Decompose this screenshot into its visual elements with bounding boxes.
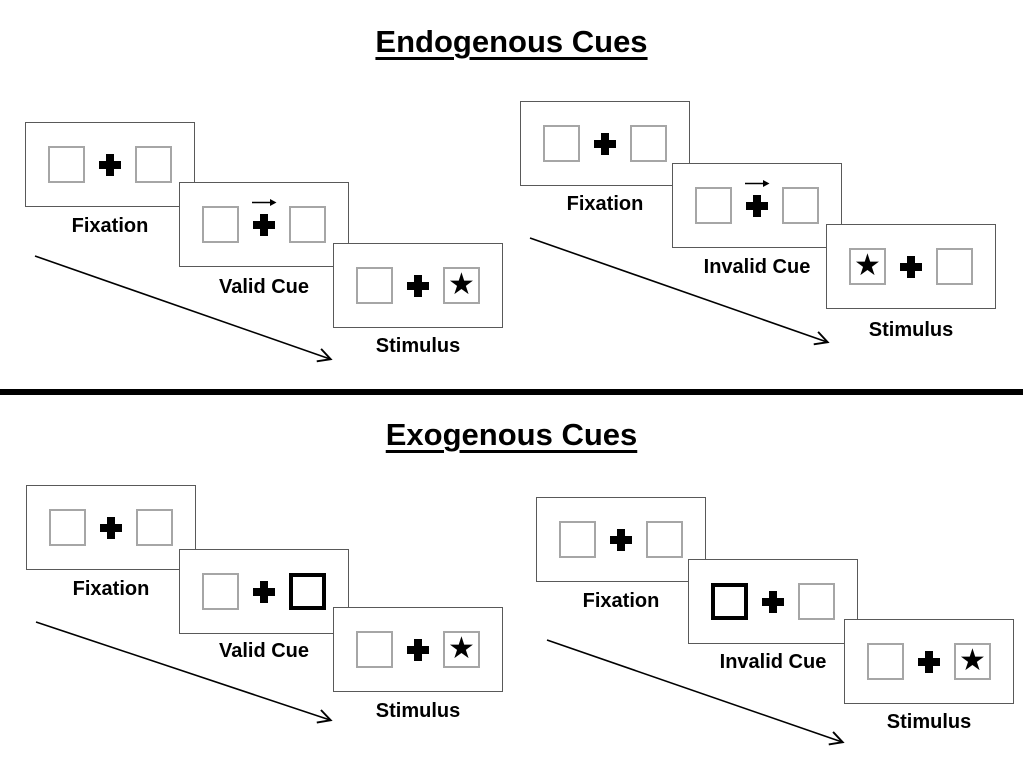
right-placeholder-box (646, 521, 683, 558)
fixation-cross-icon (608, 528, 634, 552)
plus-glyph (594, 132, 616, 155)
plus-glyph (762, 590, 784, 613)
time-course-arrow (529, 237, 830, 346)
fixation-cross-icon (98, 516, 124, 540)
star-target-icon: ★ (448, 266, 475, 302)
fixation-cross-icon (744, 179, 770, 218)
right-placeholder-box (136, 509, 173, 546)
left-placeholder-box (48, 146, 85, 183)
left-highlighted-cue-box (711, 583, 748, 620)
plus-glyph (100, 516, 122, 539)
star-target-icon: ★ (959, 642, 986, 678)
right-placeholder-box (798, 583, 835, 620)
left-placeholder-box (695, 187, 732, 224)
exo-valid-fixation-label: Fixation (72, 578, 150, 600)
endo-valid-cue-label: Valid Cue (218, 276, 310, 298)
exogenous-section-title: Exogenous Cues (0, 418, 1023, 452)
fixation-cross-icon (97, 153, 123, 177)
exo-valid-stimulus-panel: ★ (333, 607, 503, 692)
right-placeholder-box (936, 248, 973, 285)
right-target-box: ★ (443, 267, 480, 304)
left-placeholder-box (202, 206, 239, 243)
plus-glyph (253, 580, 275, 603)
plus-glyph (253, 213, 275, 236)
plus-glyph (918, 650, 940, 673)
fixation-cross-icon (592, 132, 618, 156)
endo-valid-fixation-panel (25, 122, 195, 207)
left-placeholder-box (543, 125, 580, 162)
left-placeholder-box (867, 643, 904, 680)
left-placeholder-box (356, 267, 393, 304)
star-target-icon: ★ (854, 247, 881, 283)
fixation-cross-icon (405, 638, 431, 662)
plus-glyph (610, 528, 632, 551)
time-course-arrow (546, 639, 845, 746)
right-arrow-icon (745, 179, 770, 187)
endo-invalid-stimulus-label: Stimulus (868, 319, 954, 341)
fixation-cross-icon (251, 198, 277, 237)
endogenous-section-title: Endogenous Cues (0, 25, 1023, 59)
right-placeholder-box (782, 187, 819, 224)
time-course-arrow (35, 621, 333, 724)
left-placeholder-box (559, 521, 596, 558)
fixation-cross-icon (251, 580, 277, 604)
fixation-cross-icon (916, 650, 942, 674)
exo-valid-stimulus-label: Stimulus (375, 700, 461, 722)
exo-valid-cue-label: Valid Cue (218, 640, 310, 662)
endo-invalid-fixation-label: Fixation (566, 193, 644, 215)
exo-valid-cue-panel (179, 549, 349, 634)
endo-valid-cue-panel (179, 182, 349, 267)
plus-glyph (407, 274, 429, 297)
endo-invalid-cue-label: Invalid Cue (703, 256, 811, 278)
right-placeholder-box (135, 146, 172, 183)
plus-glyph (900, 255, 922, 278)
endo-invalid-fixation-panel (520, 101, 690, 186)
exo-invalid-fixation-panel (536, 497, 706, 582)
star-target-icon: ★ (448, 630, 475, 666)
endo-invalid-cue-panel (672, 163, 842, 248)
endo-valid-stimulus-label: Stimulus (375, 335, 461, 357)
endo-valid-stimulus-panel: ★ (333, 243, 503, 328)
right-highlighted-cue-box (289, 573, 326, 610)
plus-glyph (746, 194, 768, 217)
exo-invalid-cue-label: Invalid Cue (719, 651, 827, 673)
section-divider (0, 389, 1023, 395)
left-placeholder-box (49, 509, 86, 546)
exogenous-title-text: Exogenous Cues (385, 417, 638, 452)
exo-invalid-fixation-label: Fixation (582, 590, 660, 612)
plus-glyph (407, 638, 429, 661)
fixation-cross-icon (898, 255, 924, 279)
right-placeholder-box (630, 125, 667, 162)
left-placeholder-box (356, 631, 393, 668)
plus-glyph (99, 153, 121, 176)
exo-valid-fixation-panel (26, 485, 196, 570)
exo-invalid-cue-panel (688, 559, 858, 644)
right-placeholder-box (289, 206, 326, 243)
time-course-arrow (34, 255, 333, 363)
right-arrow-icon (252, 198, 277, 206)
left-target-box: ★ (849, 248, 886, 285)
endogenous-title-text: Endogenous Cues (375, 24, 648, 59)
right-target-box: ★ (443, 631, 480, 668)
endo-invalid-stimulus-panel: ★ (826, 224, 996, 309)
fixation-cross-icon (760, 590, 786, 614)
exo-invalid-stimulus-panel: ★ (844, 619, 1014, 704)
fixation-cross-icon (405, 274, 431, 298)
right-target-box: ★ (954, 643, 991, 680)
left-placeholder-box (202, 573, 239, 610)
endo-valid-fixation-label: Fixation (71, 215, 149, 237)
exo-invalid-stimulus-label: Stimulus (886, 711, 972, 733)
